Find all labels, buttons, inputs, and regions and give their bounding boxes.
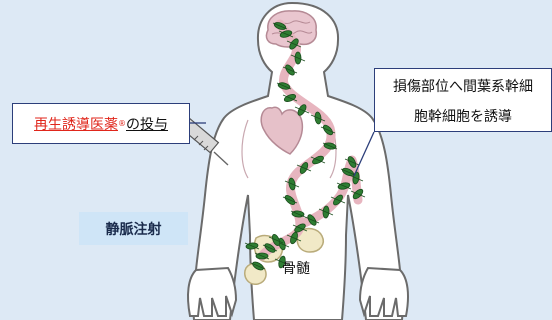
induction-label: 損傷部位へ間葉系幹細 胞幹細胞を誘導 bbox=[374, 68, 552, 132]
drug-admin-label: 再生誘導医薬®の投与 bbox=[12, 103, 190, 144]
bone-marrow-label: 骨髄 bbox=[282, 258, 310, 278]
iv-injection-badge: 静脈注射 bbox=[79, 212, 188, 245]
drug-name: 再生誘導医薬 bbox=[34, 114, 118, 134]
induction-line-2: 胞幹細胞を誘導 bbox=[375, 102, 551, 132]
admin-text: の投与 bbox=[126, 114, 168, 134]
registered-mark: ® bbox=[118, 119, 126, 128]
induction-line-1: 損傷部位へ間葉系幹細 bbox=[375, 72, 551, 102]
